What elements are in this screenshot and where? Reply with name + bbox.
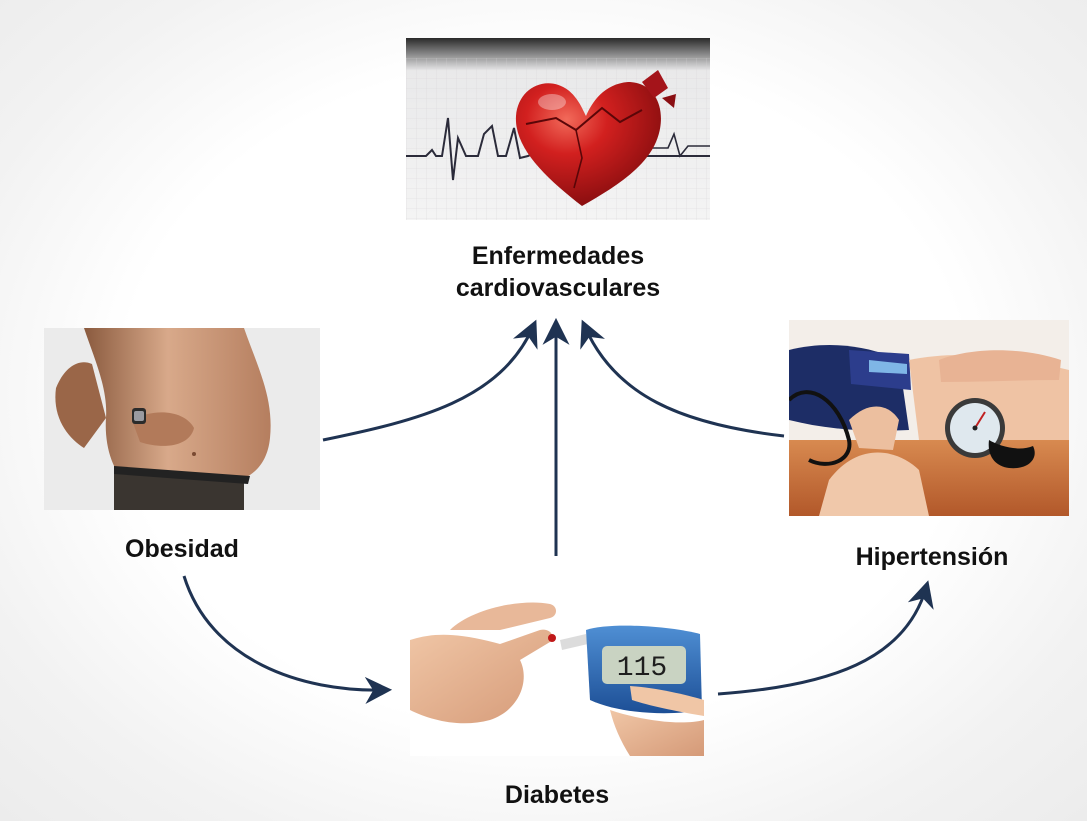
meter-reading: 115 [617, 653, 667, 684]
cardio-label: Enfermedades cardiovasculares [400, 240, 716, 304]
arrow-obesity-to-diabetes [182, 575, 393, 704]
cardio-label-line2: cardiovasculares [455, 274, 661, 302]
obesity-label: Obesidad [125, 535, 239, 563]
cardio-label-line1: Enfermedades [471, 242, 645, 270]
diabetes-image: 115 [410, 600, 704, 756]
obesity-image [44, 328, 320, 510]
arrow-obesity-to-cardio [322, 319, 538, 442]
diabetes-label: Diabetes [504, 781, 610, 809]
cardio-image [406, 38, 710, 220]
hypertension-label: Hipertensión [855, 543, 1009, 571]
arrow-diabetes-to-hypertension [717, 580, 934, 696]
hypertension-image [789, 320, 1069, 516]
arrow-hypertension-to-cardio [580, 319, 785, 438]
